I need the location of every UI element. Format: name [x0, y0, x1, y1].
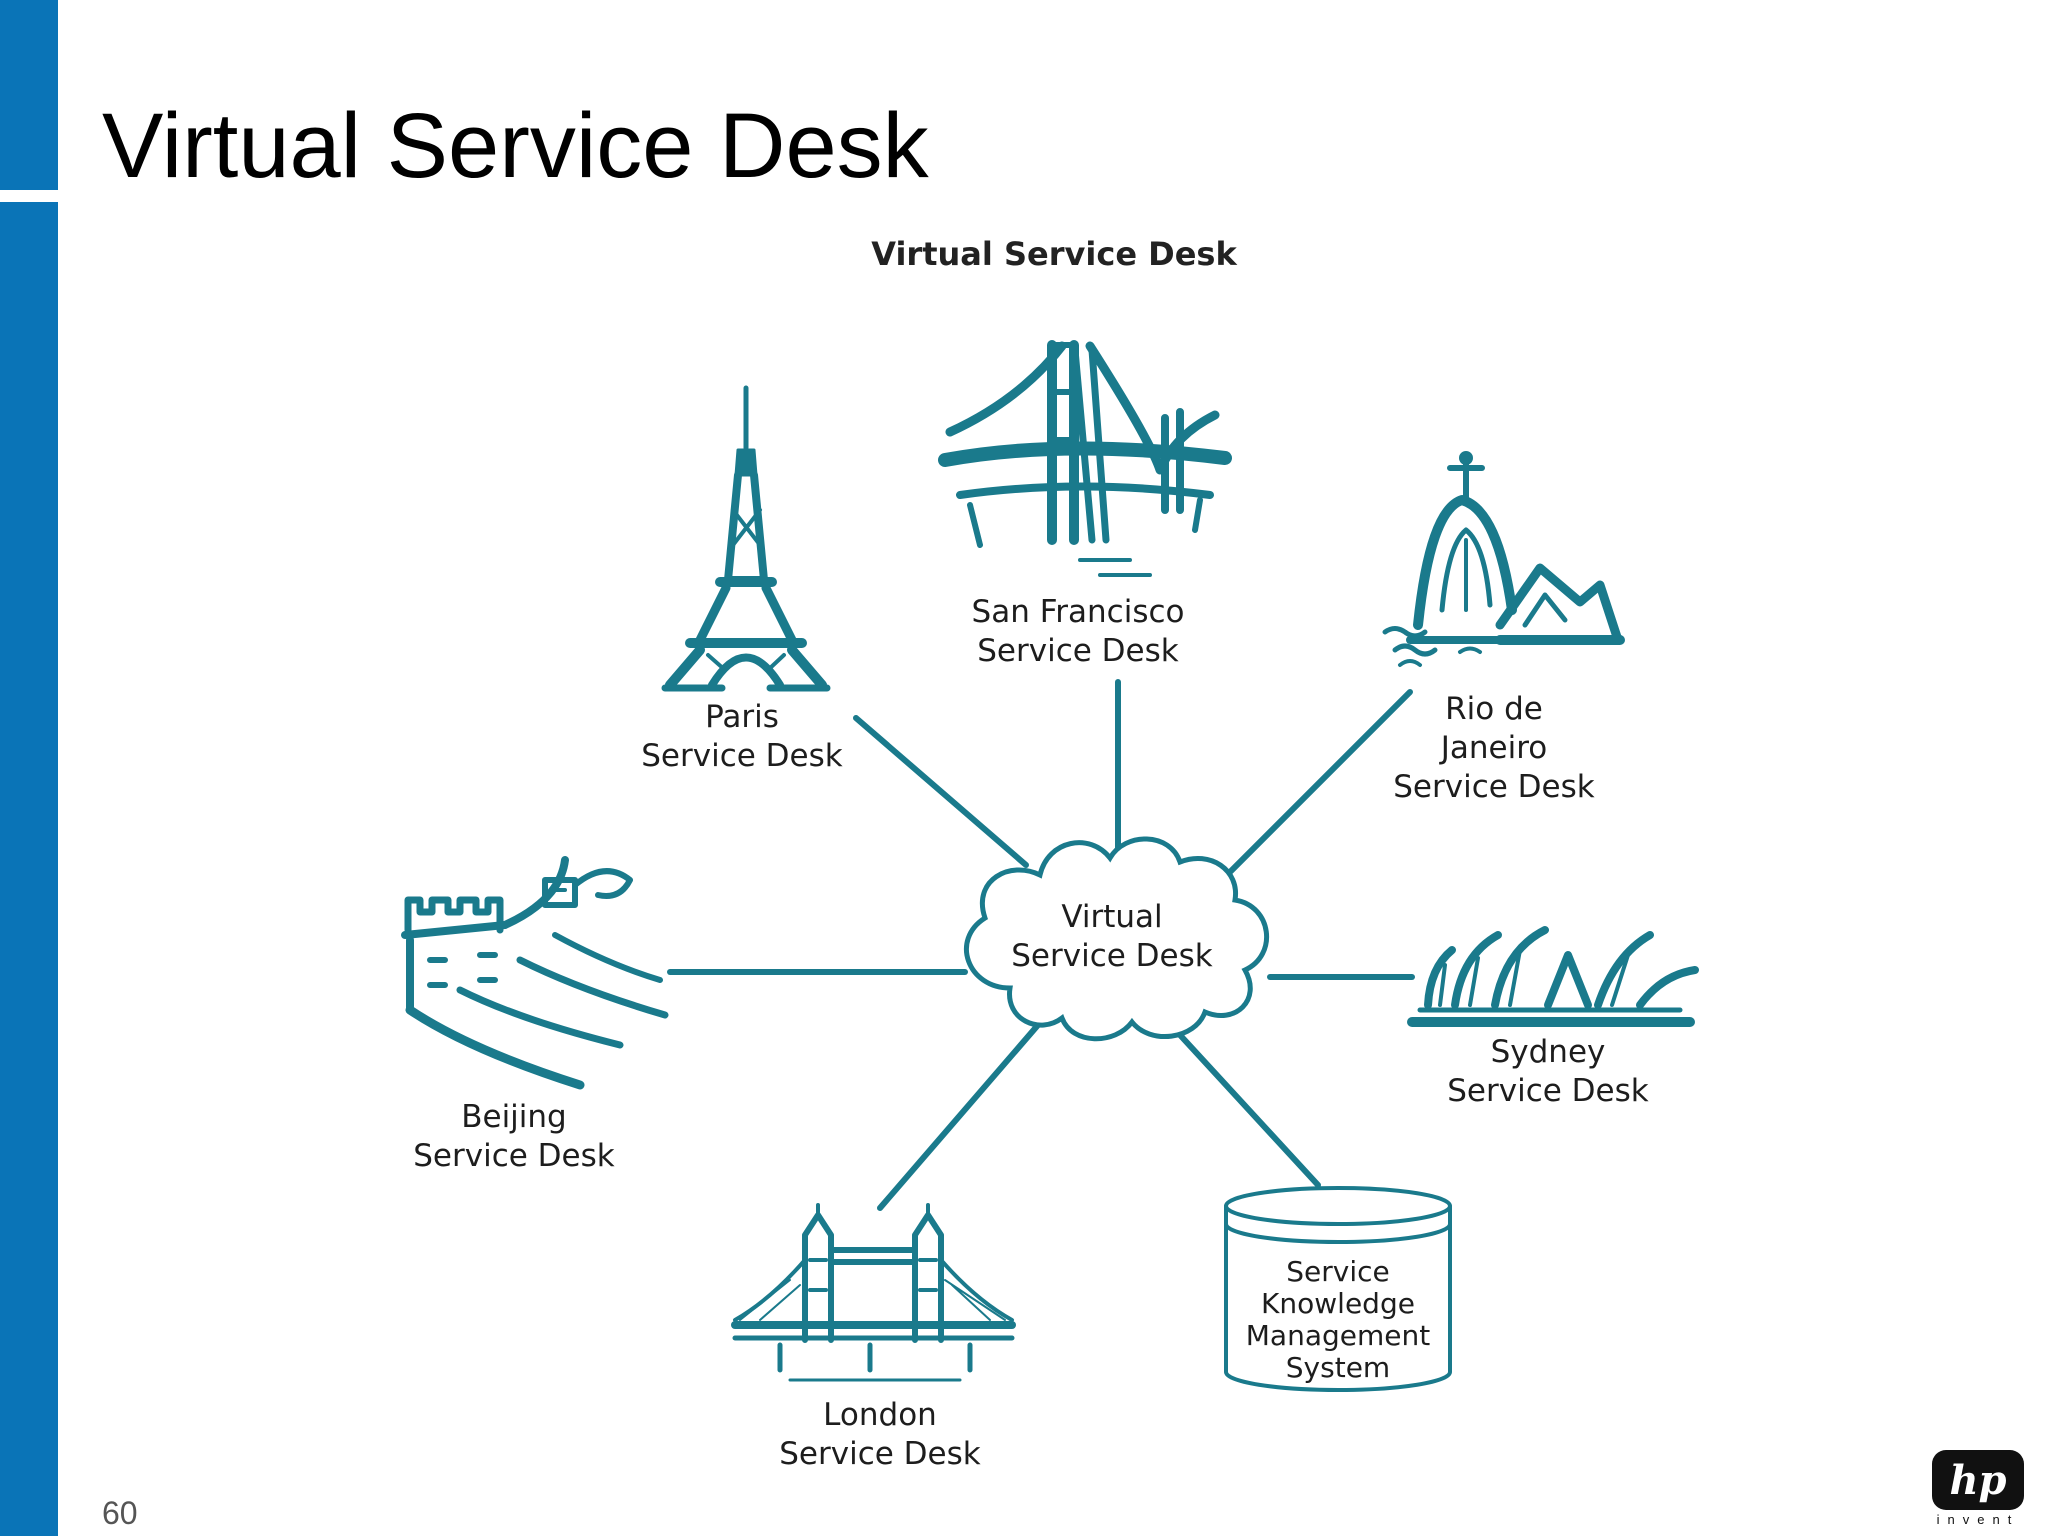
beijing-label-line2: Service Desk: [413, 1138, 615, 1174]
connector-rio: [1219, 689, 1413, 883]
golden-gate-bridge-icon: [938, 340, 1232, 577]
rio-label-line2: Janeiro: [1439, 730, 1548, 766]
sidebar-notch: [0, 190, 58, 202]
opera-house-icon: [1407, 926, 1699, 1027]
center-label-line2: Service Desk: [1011, 938, 1213, 974]
london-label-line2: Service Desk: [779, 1436, 981, 1472]
san-francisco-label-line1: San Francisco: [972, 594, 1185, 630]
connector-lines: [667, 679, 1415, 1211]
skms-label-line4: System: [1286, 1351, 1390, 1384]
skms-label-line2: Knowledge: [1261, 1287, 1415, 1320]
eiffel-tower-icon: [661, 385, 831, 692]
diagram-heading: Virtual Service Desk: [871, 235, 1237, 273]
rio-label-line1: Rio de: [1445, 691, 1543, 727]
center-cloud: [964, 836, 1270, 1042]
connector-paris: [853, 715, 1029, 868]
connector-skms: [1177, 1032, 1321, 1188]
slide-title: Virtual Service Desk: [102, 95, 929, 197]
great-wall-icon: [401, 856, 669, 1090]
paris-label-line2: Service Desk: [641, 738, 843, 774]
skms-label-line1: Service: [1286, 1255, 1389, 1288]
connector-london: [877, 1022, 1041, 1211]
london-label-line1: London: [823, 1397, 937, 1433]
center-label-line1: Virtual: [1061, 899, 1162, 935]
hp-logo-text: hp: [1949, 1457, 2006, 1504]
hp-tagline: invent: [1936, 1512, 2020, 1527]
christ-redeemer-icon: [1382, 451, 1625, 667]
san-francisco-label-line2: Service Desk: [977, 633, 1179, 669]
sydney-label-line1: Sydney: [1491, 1034, 1606, 1070]
tower-bridge-icon: [731, 1203, 1016, 1382]
sydney-label-line2: Service Desk: [1447, 1073, 1649, 1109]
database-icon: [1224, 1186, 1452, 1392]
skms-label-line3: Management: [1246, 1319, 1430, 1352]
sidebar-accent-bar: [0, 0, 58, 1536]
rio-label-line3: Service Desk: [1393, 769, 1595, 805]
paris-label-line1: Paris: [705, 699, 779, 735]
page-number: 60: [102, 1495, 138, 1531]
beijing-label-line1: Beijing: [461, 1099, 567, 1135]
hp-logo-icon: hp: [1932, 1450, 2024, 1510]
